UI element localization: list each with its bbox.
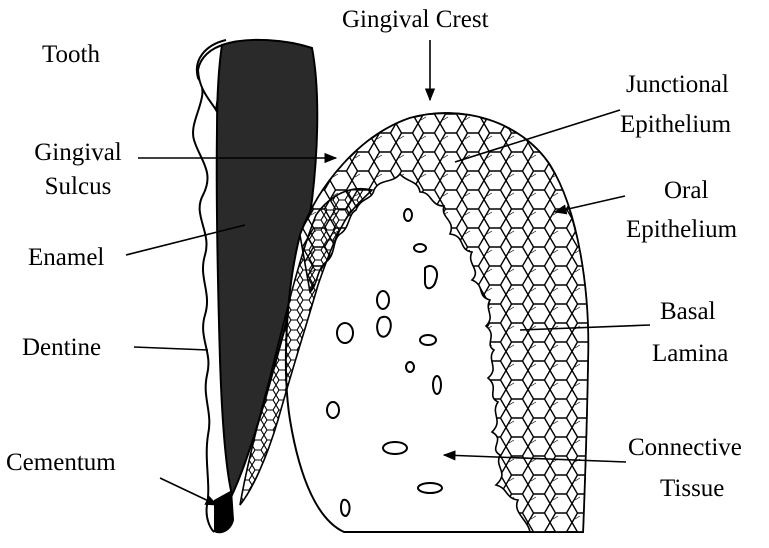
label-enamel: Enamel <box>28 243 104 273</box>
label-gingival-crest: Gingival Crest <box>342 5 489 35</box>
dentine-leader <box>134 347 208 350</box>
label-junctional-epithelium: Epithelium <box>620 110 731 140</box>
cementum <box>214 490 234 533</box>
label-oral-epithelium: Epithelium <box>626 215 737 245</box>
label-connective: Connective <box>628 433 742 463</box>
label-sulcus: Sulcus <box>18 172 138 202</box>
label-tooth: Tooth <box>42 40 100 70</box>
label-cementum: Cementum <box>6 448 116 478</box>
label-oral: Oral <box>664 176 708 206</box>
label-junctional: Junctional <box>626 70 729 100</box>
label-dentine: Dentine <box>22 333 101 363</box>
label-tissue: Tissue <box>660 474 724 504</box>
label-basal: Basal <box>660 297 716 327</box>
label-lamina: Lamina <box>652 339 728 369</box>
label-gingival: Gingival <box>18 138 138 168</box>
